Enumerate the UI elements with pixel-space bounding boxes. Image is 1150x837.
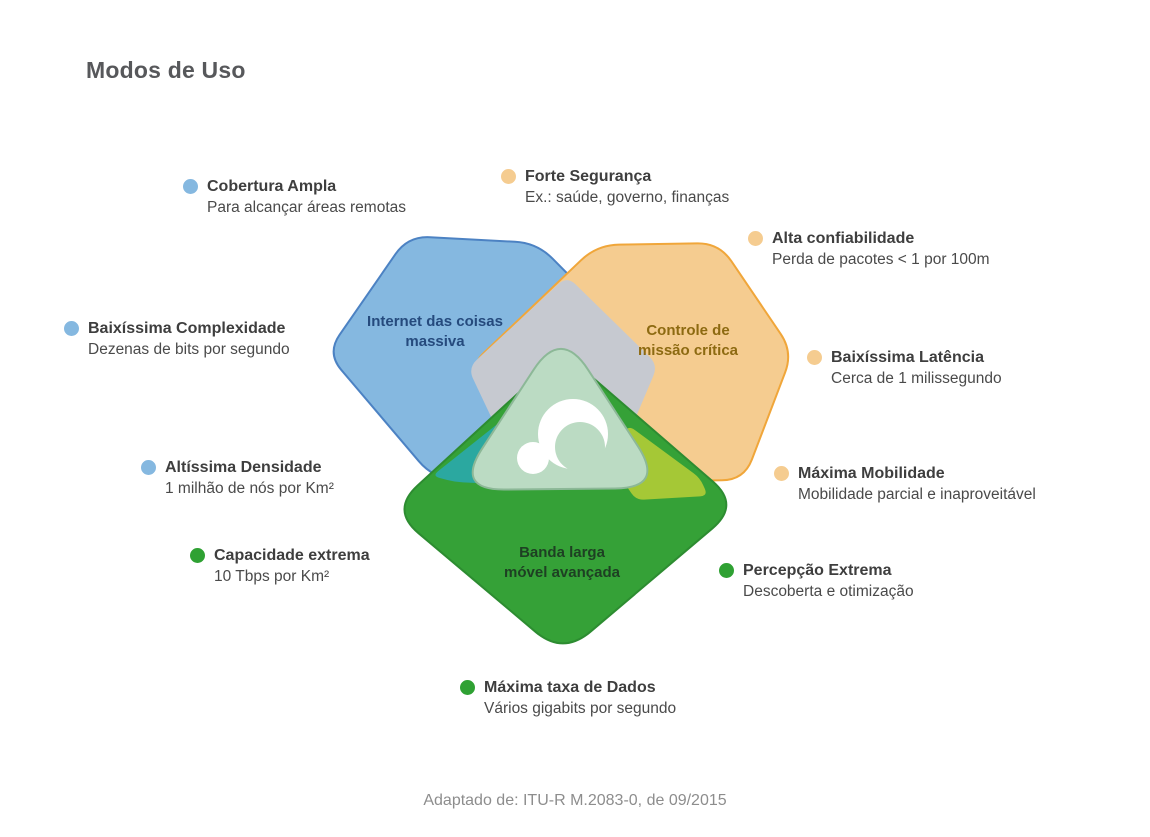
feature-desc: 1 milhão de nós por Km²	[165, 480, 334, 497]
feature-cobertura-ampla: Cobertura Ampla Para alcançar áreas remo…	[183, 176, 406, 218]
feature-desc: Perda de pacotes < 1 por 100m	[772, 251, 990, 268]
orange-bullet-icon	[748, 231, 763, 246]
a-swoosh-logo	[517, 399, 608, 474]
feature-capacidade-extrema: Capacidade extrema 10 Tbps por Km²	[190, 545, 370, 587]
feature-title: Baixíssima Complexidade	[88, 320, 286, 337]
page-title: Modos de Uso	[86, 57, 246, 83]
green-bullet-icon	[719, 563, 734, 578]
green-bullet-icon	[460, 680, 475, 695]
feature-percepcao-extrema: Percepção Extrema Descoberta e otimizaçã…	[719, 560, 914, 602]
feature-title: Cobertura Ampla	[207, 178, 337, 195]
feature-baixissima-complexidade: Baixíssima Complexidade Dezenas de bits …	[64, 318, 290, 360]
feature-title: Máxima Mobilidade	[798, 465, 945, 482]
feature-desc: 10 Tbps por Km²	[214, 568, 330, 585]
feature-altissima-densidade: Altíssima Densidade 1 milhão de nós por …	[141, 457, 334, 499]
feature-title: Altíssima Densidade	[165, 459, 322, 476]
feature-desc: Dezenas de bits por segundo	[88, 341, 290, 358]
feature-title: Baixíssima Latência	[831, 349, 984, 366]
feature-baixissima-latencia: Baixíssima Latência Cerca de 1 milissegu…	[807, 347, 1002, 389]
source-attribution: Adaptado de: ITU-R M.2083-0, de 09/2015	[423, 792, 727, 809]
feature-desc: Ex.: saúde, governo, finanças	[525, 189, 730, 206]
orange-bullet-icon	[501, 169, 516, 184]
blue-bullet-icon	[183, 179, 198, 194]
blue-bullet-icon	[64, 321, 79, 336]
feature-desc: Vários gigabits por segundo	[484, 700, 677, 717]
green-bullet-icon	[190, 548, 205, 563]
feature-desc: Descoberta e otimização	[743, 583, 914, 600]
feature-title: Máxima taxa de Dados	[484, 679, 656, 696]
feature-alta-confiabilidade: Alta confiabilidade Perda de pacotes < 1…	[748, 228, 990, 270]
feature-title: Forte Segurança	[525, 168, 652, 185]
orange-bullet-icon	[774, 466, 789, 481]
blue-bullet-icon	[141, 460, 156, 475]
feature-desc: Cerca de 1 milissegundo	[831, 370, 1002, 387]
feature-desc: Para alcançar áreas remotas	[207, 199, 407, 216]
feature-title: Alta confiabilidade	[772, 230, 915, 247]
feature-maxima-mobilidade: Máxima Mobilidade Mobilidade parcial e i…	[774, 463, 1036, 505]
orange-bullet-icon	[807, 350, 822, 365]
feature-desc: Mobilidade parcial e inaproveitável	[798, 486, 1036, 503]
feature-maxima-taxa-dados: Máxima taxa de Dados Vários gigabits por…	[460, 677, 676, 719]
feature-forte-seguranca: Forte Segurança Ex.: saúde, governo, fin…	[501, 166, 729, 208]
feature-title: Capacidade extrema	[214, 547, 370, 564]
feature-title: Percepção Extrema	[743, 562, 892, 579]
